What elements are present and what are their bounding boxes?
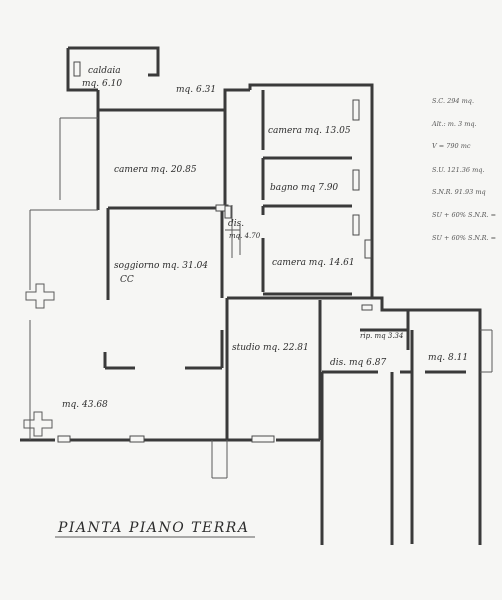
summary-line: S.N.R. 91.93 mq — [432, 188, 486, 196]
summary-line: S.U. 121.36 mq. — [432, 166, 485, 174]
label-caldaia-area: mq. 6.10 — [82, 79, 122, 89]
label-bagno: bagno mq 7.90 — [270, 183, 338, 193]
summary-line: S.C. 294 mq. — [432, 97, 474, 105]
plan-title: PIANTA PIANO TERRA — [57, 520, 249, 536]
summary-line: V = 790 mc — [432, 142, 471, 150]
label-dis-1: dis. — [228, 219, 244, 229]
summary-line: SU + 60% S.N.R. = — [432, 234, 496, 242]
label-studio: studio mq. 22.81 — [232, 343, 309, 353]
label-camera-3: camera mq. 14.61 — [272, 258, 355, 268]
construction-lines — [29, 117, 493, 479]
label-portico-area: mq. 43.68 — [62, 400, 108, 410]
summary-line: Alt.: m. 3 mq. — [431, 120, 477, 128]
label-rip: rip. mq 3.34 — [360, 332, 403, 340]
label-dis-2: dis. mq 6.87 — [330, 358, 386, 368]
label-camera-2: camera mq. 20.85 — [114, 165, 197, 175]
label-caldaia: caldaia — [88, 66, 121, 76]
summary-line: SU + 60% S.N.R. = — [432, 211, 496, 219]
label-camera-1: camera mq. 13.05 — [268, 126, 351, 136]
label-soggiorno: soggiorno mq. 31.04 — [114, 261, 208, 271]
summary-notes: S.C. 294 mq. Alt.: m. 3 mq. V = 790 mc S… — [431, 97, 496, 242]
label-dis-1-area: mq. 4.70 — [229, 232, 261, 240]
walls — [20, 46, 482, 545]
windows — [57, 61, 373, 443]
label-soggiorno-sub: CC — [120, 275, 134, 285]
pillars — [23, 283, 55, 437]
label-small-area: mq. 8.11 — [428, 353, 468, 363]
label-corridor-area: mq. 6.31 — [176, 85, 216, 95]
